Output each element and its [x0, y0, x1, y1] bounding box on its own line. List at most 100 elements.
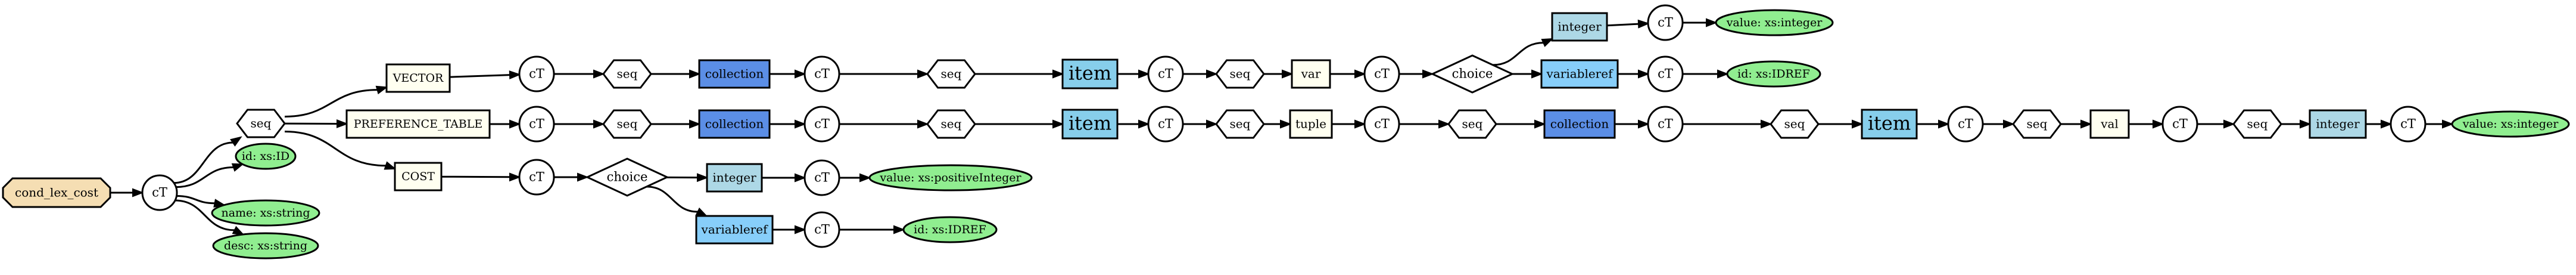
attribute-node-shape: [868, 164, 1033, 191]
seq-node-label: seq: [941, 67, 962, 81]
seq-node[interactable]: seq: [2012, 109, 2062, 139]
ct-node[interactable]: cT: [803, 106, 840, 143]
element-node-shape: [345, 109, 491, 139]
seq-node[interactable]: seq: [2232, 109, 2282, 139]
attribute-node[interactable]: id: xs:IDREF: [902, 216, 998, 243]
edge-line: [176, 166, 234, 189]
collection-node[interactable]: collection: [698, 59, 771, 89]
edge-line: [1606, 23, 1639, 27]
ct-node[interactable]: cT: [1647, 106, 1684, 143]
attribute-node[interactable]: value: xs:positiveInteger: [868, 164, 1033, 191]
choice-node[interactable]: choice: [585, 157, 669, 197]
ct-node[interactable]: cT: [1147, 55, 1184, 92]
edge-arrowhead: [695, 207, 708, 217]
collection-node-label: collection: [705, 67, 764, 81]
attribute-node[interactable]: name: xs:string: [211, 199, 320, 227]
ct-node[interactable]: cT: [2161, 106, 2198, 143]
element-node[interactable]: VECTOR: [385, 63, 451, 93]
seq-node[interactable]: seq: [1770, 109, 1820, 139]
attribute-node[interactable]: desc: xs:string: [212, 232, 319, 259]
seq-node[interactable]: seq: [1215, 59, 1265, 89]
ct-node[interactable]: cT: [1647, 55, 1684, 92]
element-node[interactable]: PREFERENCE_TABLE: [345, 109, 491, 139]
ct-node[interactable]: cT: [518, 106, 555, 143]
seq-node[interactable]: seq: [926, 59, 976, 89]
seq-node[interactable]: seq: [602, 109, 652, 139]
attribute-node-shape: [211, 199, 320, 227]
edge-arrowhead: [375, 85, 388, 95]
ct-node-label: cT: [2172, 117, 2188, 131]
edge-arrowhead: [2153, 119, 2164, 129]
edge-arrowhead: [1138, 69, 1150, 79]
attribute-node[interactable]: id: xs:IDREF: [1726, 60, 1821, 88]
choice-node[interactable]: choice: [1430, 54, 1515, 94]
collection-node-shape: [1543, 109, 1616, 139]
edge-arrowhead: [917, 69, 929, 79]
edge-arrowhead: [893, 225, 905, 234]
edge-arrowhead: [132, 188, 144, 197]
variableref-node-shape: [695, 215, 774, 245]
ct-node[interactable]: cT: [1363, 55, 1400, 92]
item-node[interactable]: item: [1061, 58, 1119, 89]
ct-node-shape: [1147, 55, 1184, 92]
edge-arrowhead: [2442, 119, 2454, 129]
ct-node-shape: [803, 55, 840, 92]
element-node[interactable]: tuple: [1289, 109, 1333, 139]
edge-arrowhead: [1280, 119, 1292, 129]
element-node[interactable]: COST: [394, 162, 443, 191]
ct-node[interactable]: cT: [1363, 106, 1400, 143]
edge-arrowhead: [1138, 119, 1150, 129]
item-node[interactable]: item: [1061, 109, 1119, 140]
element-node[interactable]: var: [1291, 59, 1331, 89]
seq-node-shape: [1770, 109, 1820, 139]
collection-node[interactable]: collection: [1543, 109, 1616, 139]
seq-node-label: seq: [1230, 117, 1251, 131]
ct-node-shape: [1947, 106, 1984, 143]
choice-node-shape: [1430, 54, 1515, 94]
seq-node[interactable]: seq: [1447, 109, 1497, 139]
variableref-node[interactable]: variableref: [1540, 59, 1619, 89]
ct-node[interactable]: cT: [803, 159, 840, 196]
edge-arrowhead: [1052, 119, 1064, 129]
edge-arrowhead: [1852, 119, 1864, 129]
seq-node-shape: [2232, 109, 2282, 139]
type-node-shape: [1551, 12, 1608, 42]
seq-node[interactable]: seq: [236, 109, 286, 138]
ct-node-label: cT: [2400, 117, 2416, 131]
edge-arrowhead: [689, 119, 701, 129]
variableref-node[interactable]: variableref: [695, 215, 774, 245]
ct-node[interactable]: cT: [518, 159, 555, 196]
ct-node[interactable]: cT: [803, 211, 840, 248]
type-node[interactable]: integer: [706, 163, 763, 193]
ct-node[interactable]: cT: [1947, 106, 1984, 143]
ct-node-shape: [1147, 106, 1184, 143]
seq-node[interactable]: seq: [602, 59, 652, 89]
attribute-node-shape: [235, 143, 297, 170]
edge-line: [176, 194, 215, 205]
ct-node[interactable]: cT: [1147, 106, 1184, 143]
seq-node[interactable]: seq: [1215, 109, 1265, 139]
attribute-node[interactable]: id: xs:ID: [235, 143, 297, 170]
ct-node[interactable]: cT: [2390, 106, 2427, 143]
edge-arrowhead: [2381, 119, 2393, 129]
element-node[interactable]: val: [2089, 109, 2130, 139]
ct-node[interactable]: cT: [1647, 4, 1684, 41]
edge-arrowhead: [795, 173, 806, 183]
ct-node[interactable]: cT: [141, 174, 178, 211]
item-node[interactable]: item: [1861, 109, 1918, 140]
type-node[interactable]: integer: [2309, 109, 2367, 139]
ct-node[interactable]: cT: [518, 55, 555, 92]
seq-node-shape: [602, 109, 652, 139]
ct-node-shape: [2161, 106, 2198, 143]
collection-node[interactable]: collection: [698, 109, 771, 139]
variableref-node-label: variableref: [701, 223, 769, 237]
type-node[interactable]: integer: [1551, 12, 1608, 42]
ct-node-shape: [1647, 4, 1684, 41]
seq-node-label: seq: [941, 117, 962, 131]
attribute-node[interactable]: value: xs:integer: [2451, 110, 2570, 138]
element-node-label: COST: [401, 170, 435, 183]
root-node[interactable]: cond_lex_cost: [2, 177, 111, 208]
ct-node[interactable]: cT: [803, 55, 840, 92]
seq-node[interactable]: seq: [926, 109, 976, 139]
attribute-node[interactable]: value: xs:integer: [1715, 9, 1834, 36]
